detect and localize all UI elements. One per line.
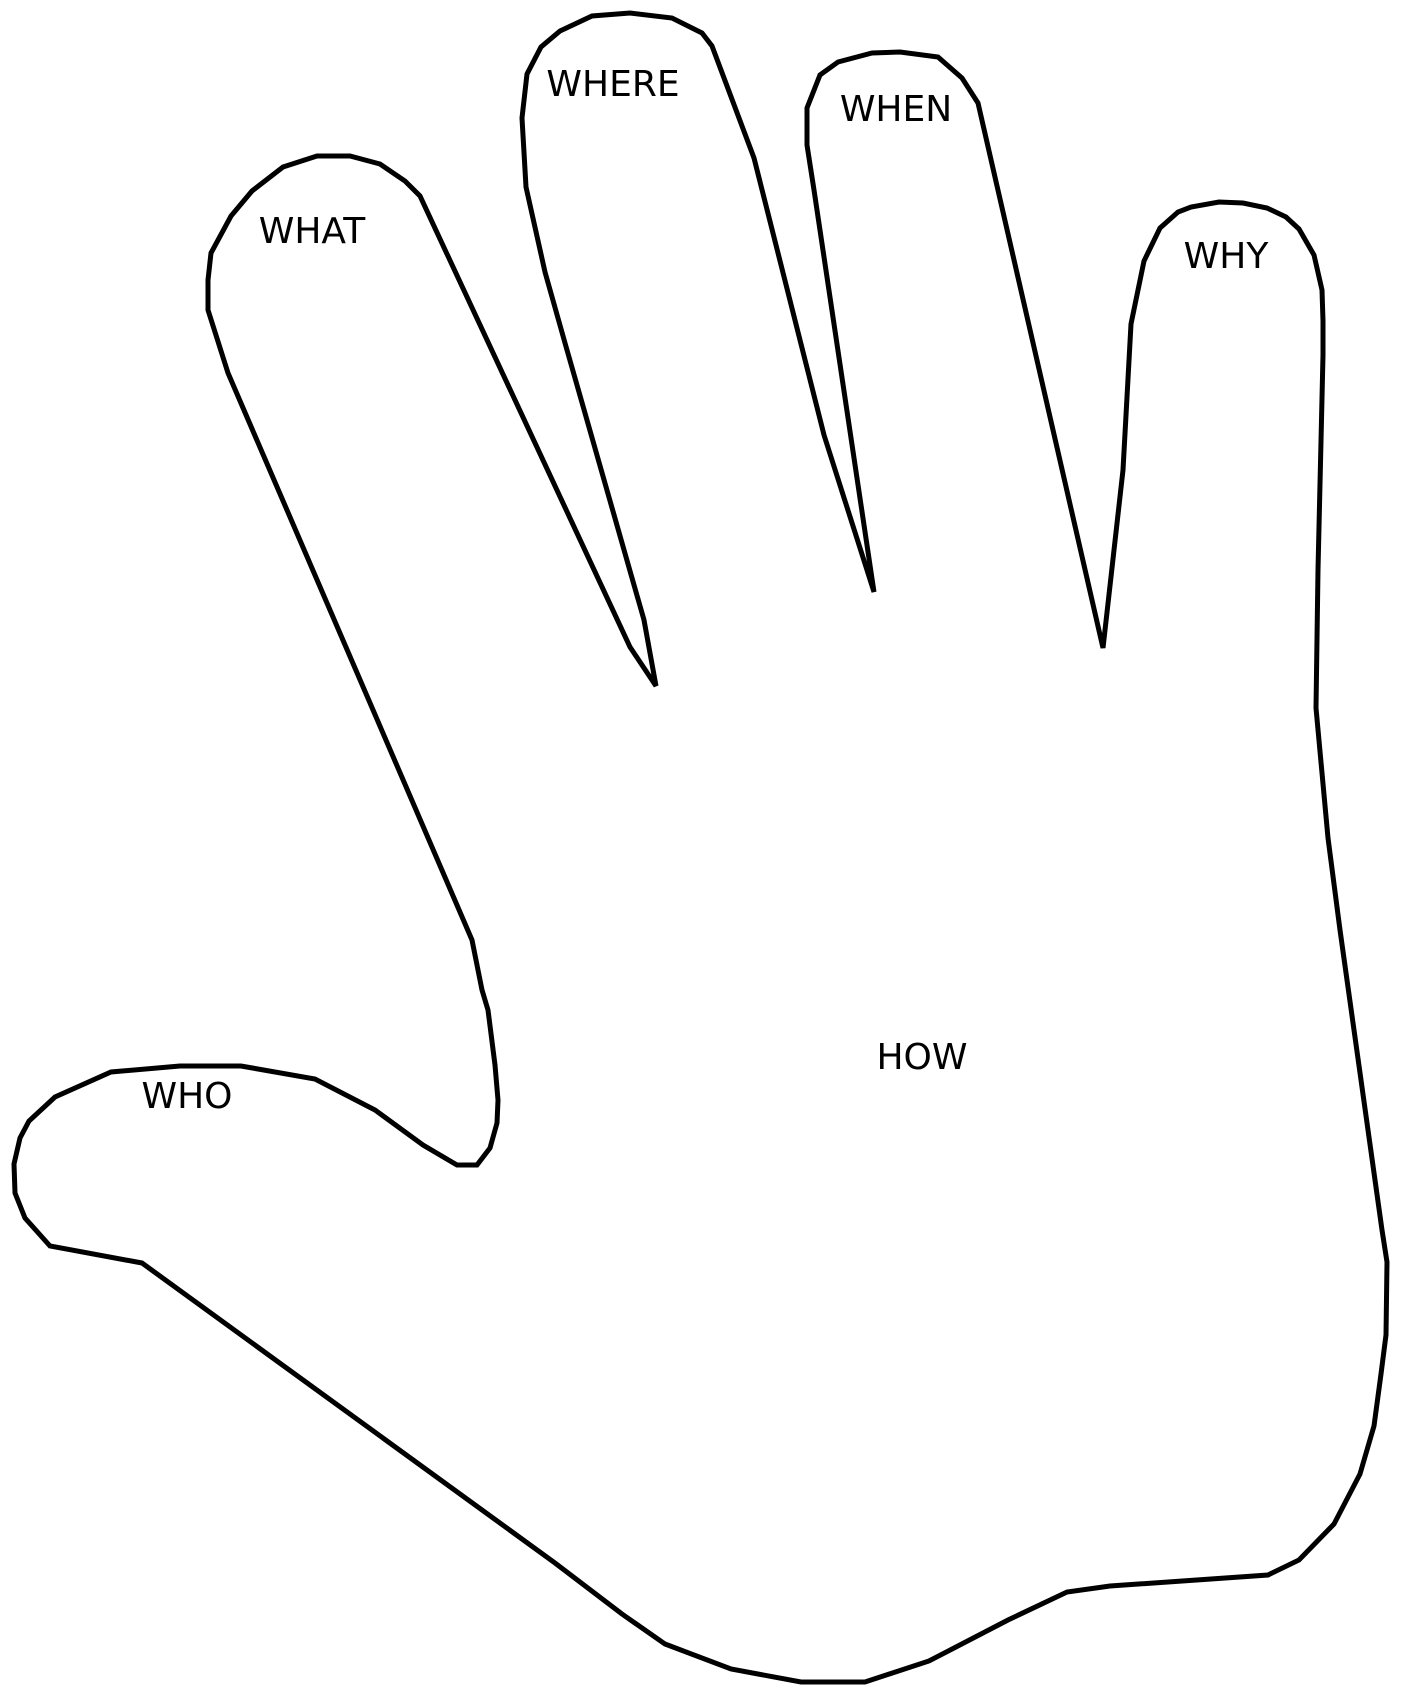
label-what: WHAT: [259, 211, 366, 252]
label-when: WHEN: [840, 89, 952, 130]
label-where: WHERE: [546, 64, 679, 105]
label-who: WHO: [141, 1076, 232, 1117]
label-why: WHY: [1184, 236, 1270, 277]
hand-outline: [14, 13, 1387, 1682]
label-how: HOW: [876, 1037, 967, 1078]
